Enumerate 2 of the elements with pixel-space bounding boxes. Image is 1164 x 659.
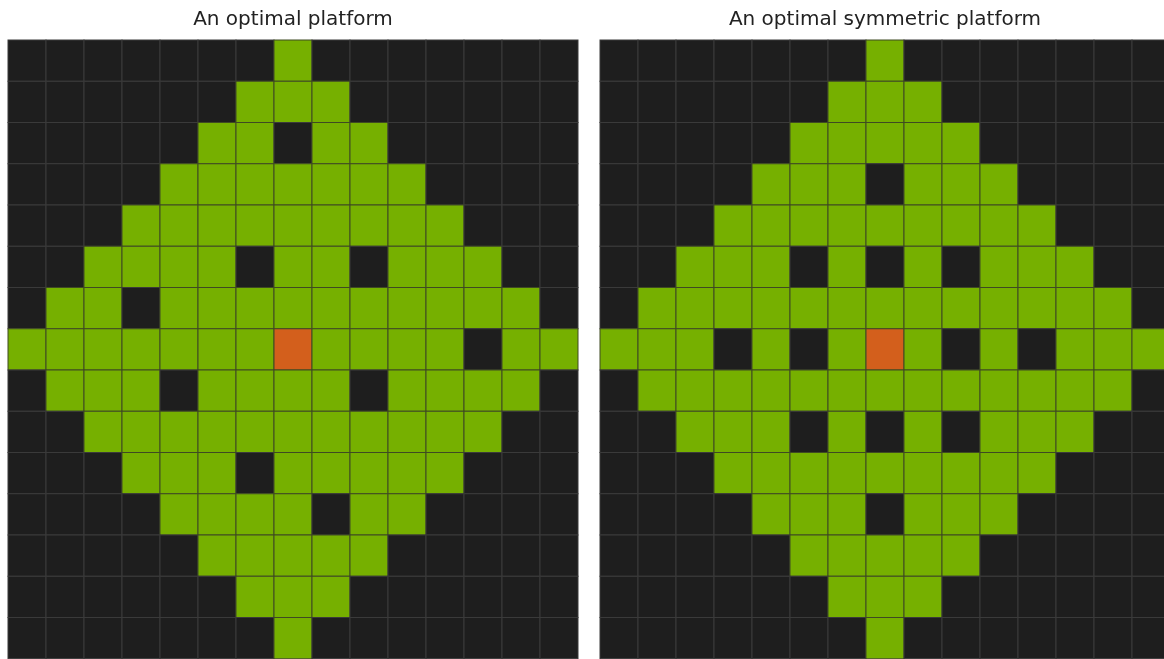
panel-title: An optimal platform — [193, 6, 393, 30]
panel-title: An optimal symmetric platform — [728, 6, 1042, 30]
